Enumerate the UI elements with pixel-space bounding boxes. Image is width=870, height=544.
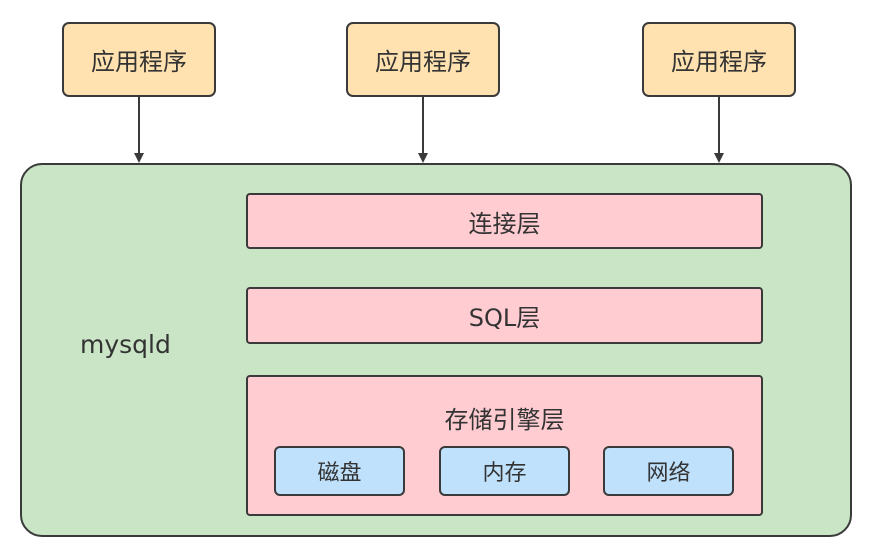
storage-component-network: 网络 xyxy=(603,446,734,496)
sql-layer: SQL层 xyxy=(246,287,763,344)
storage-component-label: 内存 xyxy=(482,461,527,486)
sql-layer-label: SQL层 xyxy=(468,304,541,332)
storage-component-memory: 内存 xyxy=(439,446,570,496)
storage-engine-label: 存储引擎层 xyxy=(444,406,565,434)
application-box: 应用程序 xyxy=(642,22,796,97)
application-box: 应用程序 xyxy=(346,22,500,97)
storage-component-label: 网络 xyxy=(646,461,691,486)
application-box: 应用程序 xyxy=(62,22,216,97)
connection-layer-label: 连接层 xyxy=(468,209,541,238)
storage-component-disk: 磁盘 xyxy=(274,446,405,496)
application-label: 应用程序 xyxy=(671,48,767,76)
application-label: 应用程序 xyxy=(91,48,187,76)
server-label: mysqld xyxy=(80,330,171,359)
connection-layer: 连接层 xyxy=(246,193,763,249)
application-label: 应用程序 xyxy=(375,48,471,76)
storage-component-label: 磁盘 xyxy=(317,461,362,486)
